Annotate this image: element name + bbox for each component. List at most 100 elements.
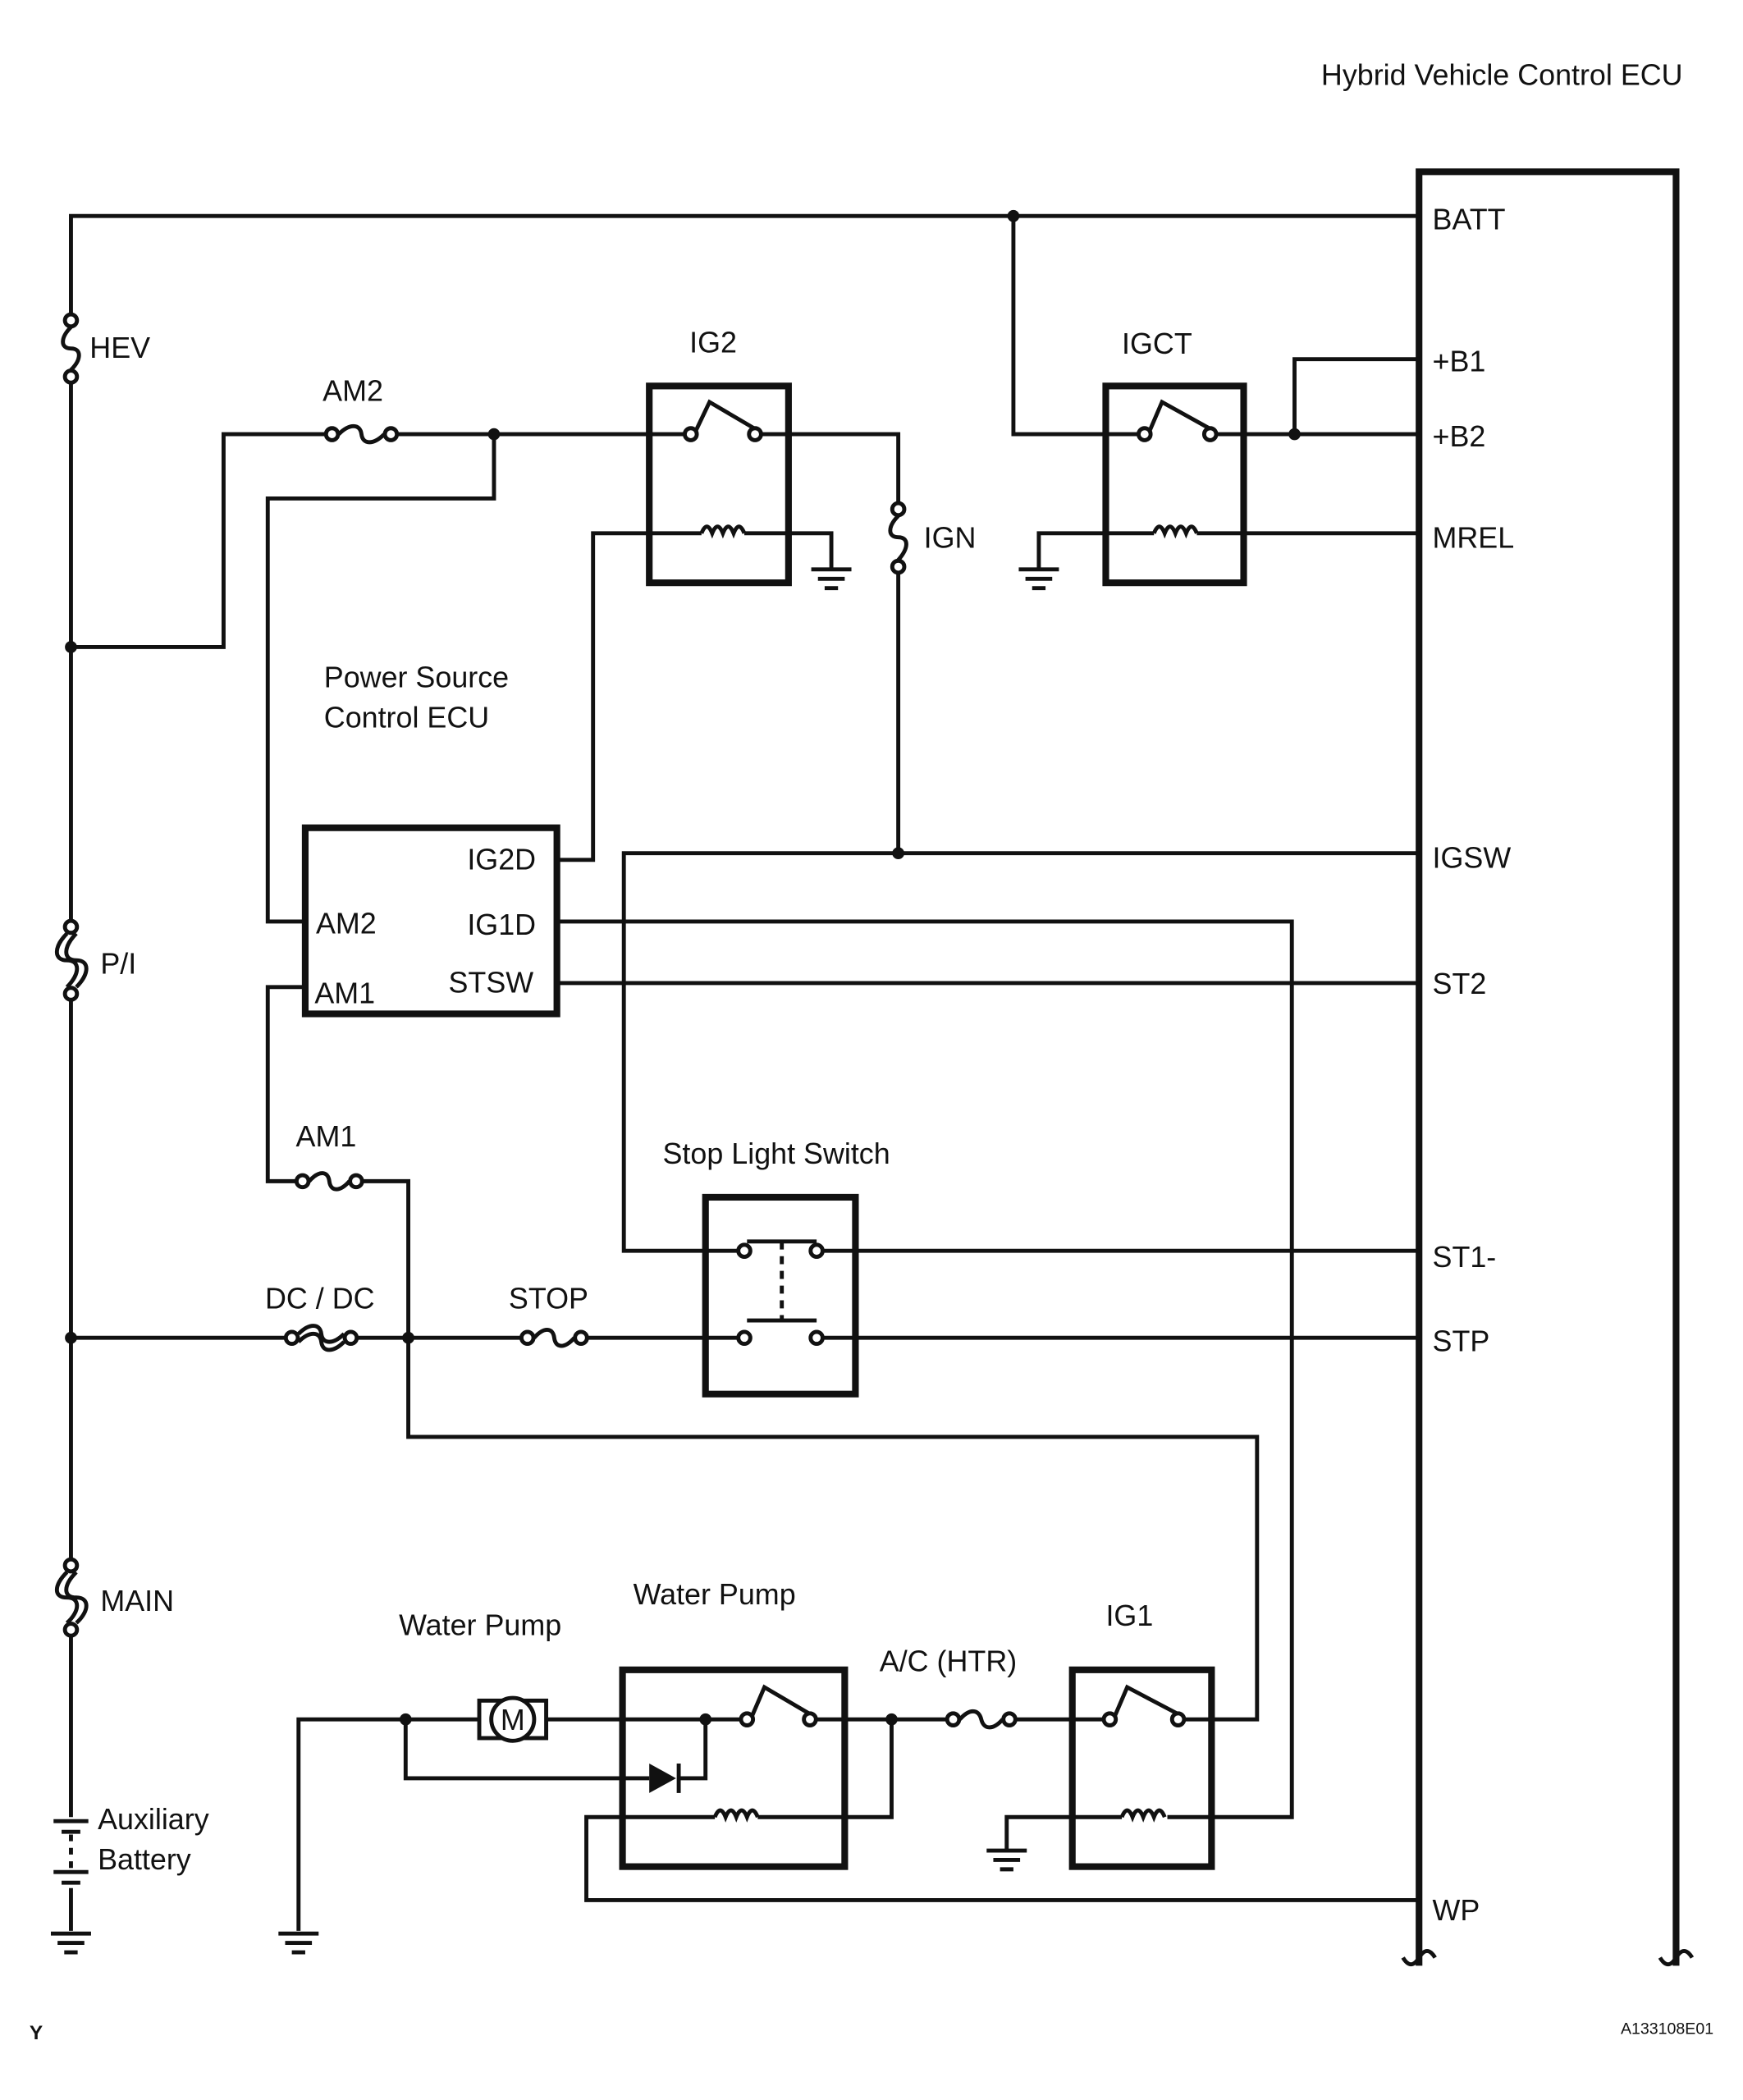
wire-motor-gnd [296,1717,480,1931]
relay-igct-label: IGCT [1122,327,1192,360]
stop-light-switch: Stop Light Switch [663,1137,890,1398]
fuse-am1-label: AM1 [296,1120,357,1153]
fuse-am2: AM2 [323,374,400,445]
wire-am2-psecu [265,434,496,924]
fuse-symbol [61,325,81,372]
fuse-dcdc-label: DC / DC [265,1282,375,1315]
pin-am1: AM1 [314,977,375,1009]
ground-symbols [50,567,1059,1955]
relay-coil [1119,1808,1167,1823]
relay-water-pump-box [619,1666,849,1870]
hv-control-ecu-box [1416,168,1680,1966]
wire-ig2-out [757,432,901,504]
junction-am2 [487,428,501,441]
fuse-stop-label: STOP [509,1282,588,1315]
relay-ig1-box [1068,1666,1215,1870]
junction-am2-feed [65,641,77,653]
fuse-dcdc: DC / DC [265,1282,375,1352]
relay-igct-box [1102,382,1247,587]
terminal-st2: ST2 [1433,968,1487,1000]
ps-ecu-box [301,824,560,1018]
relay-ig2-label: IG2 [689,327,737,359]
terminal-b2: +B2 [1433,420,1486,453]
junction-motor [399,1713,412,1726]
ground-icon [986,1848,1027,1872]
hv-ecu-title: Hybrid Vehicle Control ECU [1321,58,1683,91]
fuse-stop: STOP [509,1282,589,1348]
fuse-main-label: MAIN [100,1585,174,1617]
fuse-pi-label: P/I [100,948,136,981]
wire-b1 [1292,357,1420,435]
terminal-stp: STP [1433,1325,1490,1358]
junction-dots [65,209,1301,1726]
fuse-symbol [888,514,908,562]
junction-igsw [892,847,904,860]
terminal-st1: ST1- [1433,1241,1497,1274]
wire-ig1-coil-gnd [1004,1814,1123,1851]
junction-dcdc [65,1331,77,1344]
relay-contact [1113,1684,1179,1717]
ground-icon [1018,567,1059,591]
relay-igct: IGCT [1102,327,1247,587]
fusible-link-symbol [54,1570,89,1625]
wire-am1-ig1 [361,1178,1260,1722]
wire-igct-coil-gnd [1036,531,1155,570]
relay-contact [1148,399,1211,432]
wire-diode-left [403,1719,650,1781]
terminal-mrel: MREL [1433,522,1515,555]
relay-ig2: IG2 [646,327,792,587]
fuse-am2-label: AM2 [323,374,383,407]
water-pump-motor: M Water Pump [399,1608,561,1743]
ground-icon [278,1931,319,1955]
switch-contacts [747,1239,817,1323]
diode-icon [649,1764,676,1793]
wire-igsw-stopsw [621,851,899,1253]
fusible-link-symbol [297,1324,345,1352]
relay-ig1: IG1 [1068,1599,1215,1870]
fuse-main: MAIN [54,1557,174,1638]
terminal-wp: WP [1433,1894,1480,1927]
motor-icon [489,1695,537,1743]
relay-coil [1151,524,1199,539]
fusible-link-symbol [54,931,89,989]
relay-water-pump-label: Water Pump [634,1578,796,1611]
fuse-ign: IGN [888,501,976,575]
wire-wprelay-coil [757,1719,894,1819]
fuse-symbol [307,1171,351,1192]
fuse-achtr: A/C (HTR) [880,1645,1018,1730]
water-pump-motor-label: Water Pump [399,1608,561,1641]
junction-diode [699,1713,712,1726]
fuse-symbol [336,423,386,445]
ecu-terminal-labels: BATT +B1 +B2 MREL IGSW ST2 ST1- STP WP [1433,203,1515,1926]
wire-ign-igsw [896,573,1420,856]
ps-ecu-title-line1: Power Source [324,661,509,693]
fuse-achtr-label: A/C (HTR) [880,1645,1017,1677]
ground-icon [811,567,852,591]
ground-icon [50,1931,91,1955]
junction-batt [1007,209,1020,222]
wire-wp [584,1814,1420,1902]
battery-icon [53,1819,89,1885]
pin-ig1d: IG1D [467,908,536,941]
battery-label-line1: Auxiliary [98,1803,209,1836]
junction-am1-stop [402,1331,414,1344]
wire-am1-psecu [265,985,305,1183]
relay-coil [699,524,747,539]
footer-left: Y [30,2022,43,2044]
wire-diode-right [679,1719,708,1781]
wire-ig1d [556,919,1294,1819]
fuse-am1: AM1 [294,1120,364,1192]
ps-ecu-title-line2: Control ECU [324,701,489,734]
relay-ig1-label: IG1 [1105,1599,1153,1632]
fuse-symbol [533,1328,576,1348]
relay-contact [694,399,757,432]
relay-contact [750,1684,812,1717]
stop-light-switch-label: Stop Light Switch [663,1137,890,1170]
figure-code: A133108E01 [1621,2020,1713,2038]
pin-am2: AM2 [316,908,377,940]
wire-batt-igct [1011,216,1145,437]
junction-b1-b2 [1288,428,1301,441]
relay-water-pump: Water Pump [619,1578,849,1870]
wire-am2-feed [71,432,327,649]
